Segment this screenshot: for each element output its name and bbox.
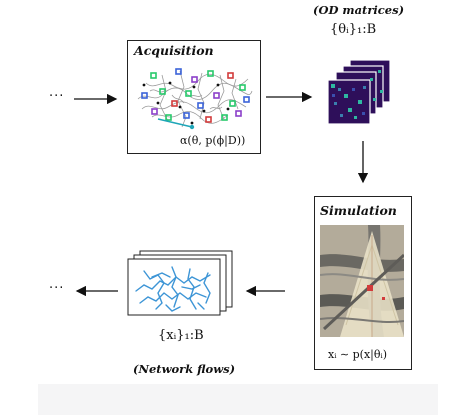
bottom-strip [38, 384, 438, 415]
network-flows-caption: (Network flows) [133, 362, 236, 376]
od-matrices-caption: (OD matrices) [313, 3, 405, 17]
acquisition-network-map [137, 68, 253, 130]
network-flow-stack [127, 250, 233, 316]
acquisition-panel: Acquisition [127, 40, 261, 154]
od-matrices-symbol: {θᵢ}₁:B [330, 22, 377, 37]
od-matrix-stack [327, 59, 391, 125]
network-flows-symbol: {xᵢ}₁:B [158, 328, 204, 343]
acquisition-formula: α(θ, p(ϕ|D)) [180, 134, 246, 147]
simulation-formula: xᵢ ∼ p(x|θᵢ) [328, 348, 387, 361]
acquisition-title: Acquisition [134, 43, 214, 58]
network-flow-lines [135, 266, 211, 312]
simulation-panel: Simulation xᵢ ∼ p(x|θᵢ) [314, 196, 412, 370]
simulation-render [320, 225, 404, 337]
input-ellipsis: ··· [49, 89, 65, 104]
output-ellipsis: ··· [49, 281, 65, 296]
od-matrix-front [327, 79, 371, 125]
simulation-title: Simulation [320, 203, 397, 218]
